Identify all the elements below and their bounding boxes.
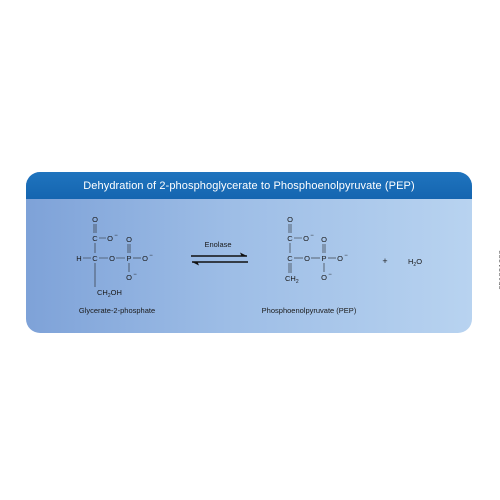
product-o-p-right: O <box>337 254 343 263</box>
reactant-ch2oh-sub: 2 <box>108 293 111 299</box>
reactant-minus-carboxyl: − <box>114 233 118 239</box>
reactant-minus-p-bottom: − <box>133 272 137 278</box>
reactant-p: P <box>126 254 131 263</box>
water-o: O <box>416 257 422 266</box>
reactant-o-p-bottom: O <box>126 273 132 282</box>
product-o-p-bottom: O <box>321 273 327 282</box>
reactant-minus-p-right: − <box>149 253 153 259</box>
water-sub: 2 <box>413 262 416 268</box>
product-c-carboxyl: C <box>287 234 293 243</box>
product-structure: O C O − C O P O O − O <box>285 215 348 285</box>
equilibrium-arrows <box>191 252 248 266</box>
product-ch2-sub: 2 <box>296 279 299 285</box>
water: H2O <box>408 257 422 268</box>
product-p: P <box>321 254 326 263</box>
plus-sign: + <box>382 256 387 266</box>
product-ch2-main: CH <box>285 274 296 283</box>
reaction-title: Dehydration of 2-phosphoglycerate to Pho… <box>83 179 415 192</box>
product-name: Phosphoenolpyruvate (PEP) <box>262 306 357 315</box>
product-minus-p-right: − <box>344 253 348 259</box>
reactant-structure: O C O − H C O P <box>76 215 153 299</box>
product-o-top: O <box>287 215 293 224</box>
reactant-name: Glycerate-2-phosphate <box>79 306 155 315</box>
reactant-ch2oh: CH2OH <box>97 288 122 299</box>
product-minus-carboxyl: − <box>310 233 314 239</box>
product-o-p-top: O <box>321 235 327 244</box>
reactant-c-alpha: C <box>92 254 98 263</box>
reactant-ch2oh-main: CH <box>97 288 108 297</box>
product-o-carboxyl: O <box>303 234 309 243</box>
card-header: Dehydration of 2-phosphoglycerate to Pho… <box>26 172 472 199</box>
product-ch2: CH2 <box>285 274 299 285</box>
reverse-arrow-head <box>192 262 199 266</box>
forward-arrow-head <box>240 252 247 256</box>
reactant-o-p-right: O <box>142 254 148 263</box>
product-o-bridge: O <box>304 254 310 263</box>
reactant-ch2oh-tail: OH <box>111 288 122 297</box>
reactant-o-top: O <box>92 215 98 224</box>
product-c-alpha: C <box>287 254 293 263</box>
reactant-o-bridge: O <box>109 254 115 263</box>
reactant-h: H <box>76 254 81 263</box>
enzyme-label: Enolase <box>204 240 231 249</box>
product-minus-p-bottom: − <box>328 272 332 278</box>
reactant-c-carboxyl: C <box>92 234 98 243</box>
reaction-card: Dehydration of 2-phosphoglycerate to Pho… <box>26 172 472 333</box>
reactant-o-carboxyl: O <box>107 234 113 243</box>
reactant-o-p-top: O <box>126 235 132 244</box>
water-h: H <box>408 257 413 266</box>
reaction-diagram: O C O − H C O P <box>76 215 422 315</box>
